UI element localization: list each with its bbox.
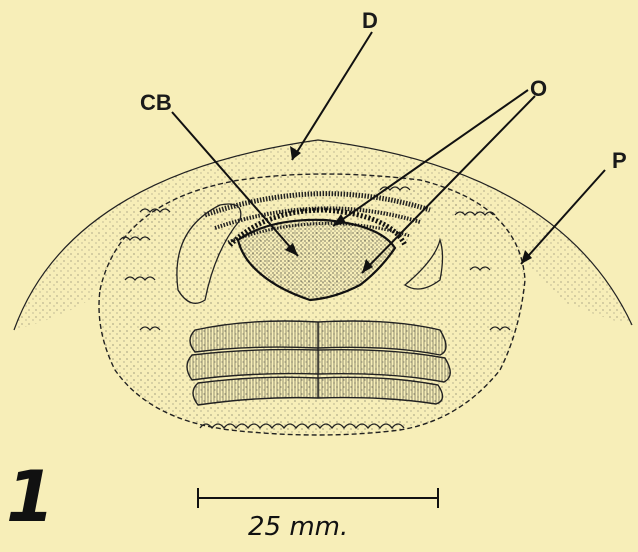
scale-bar-label: 25 mm. (248, 514, 348, 540)
scale-bar (198, 488, 438, 508)
label-p: P (612, 150, 627, 172)
label-o: O (530, 78, 547, 100)
figure-number: 1 (6, 462, 55, 532)
label-cb: CB (140, 92, 172, 114)
leader-d (292, 32, 372, 160)
label-d: D (362, 10, 378, 32)
segmented-stack (187, 321, 450, 405)
